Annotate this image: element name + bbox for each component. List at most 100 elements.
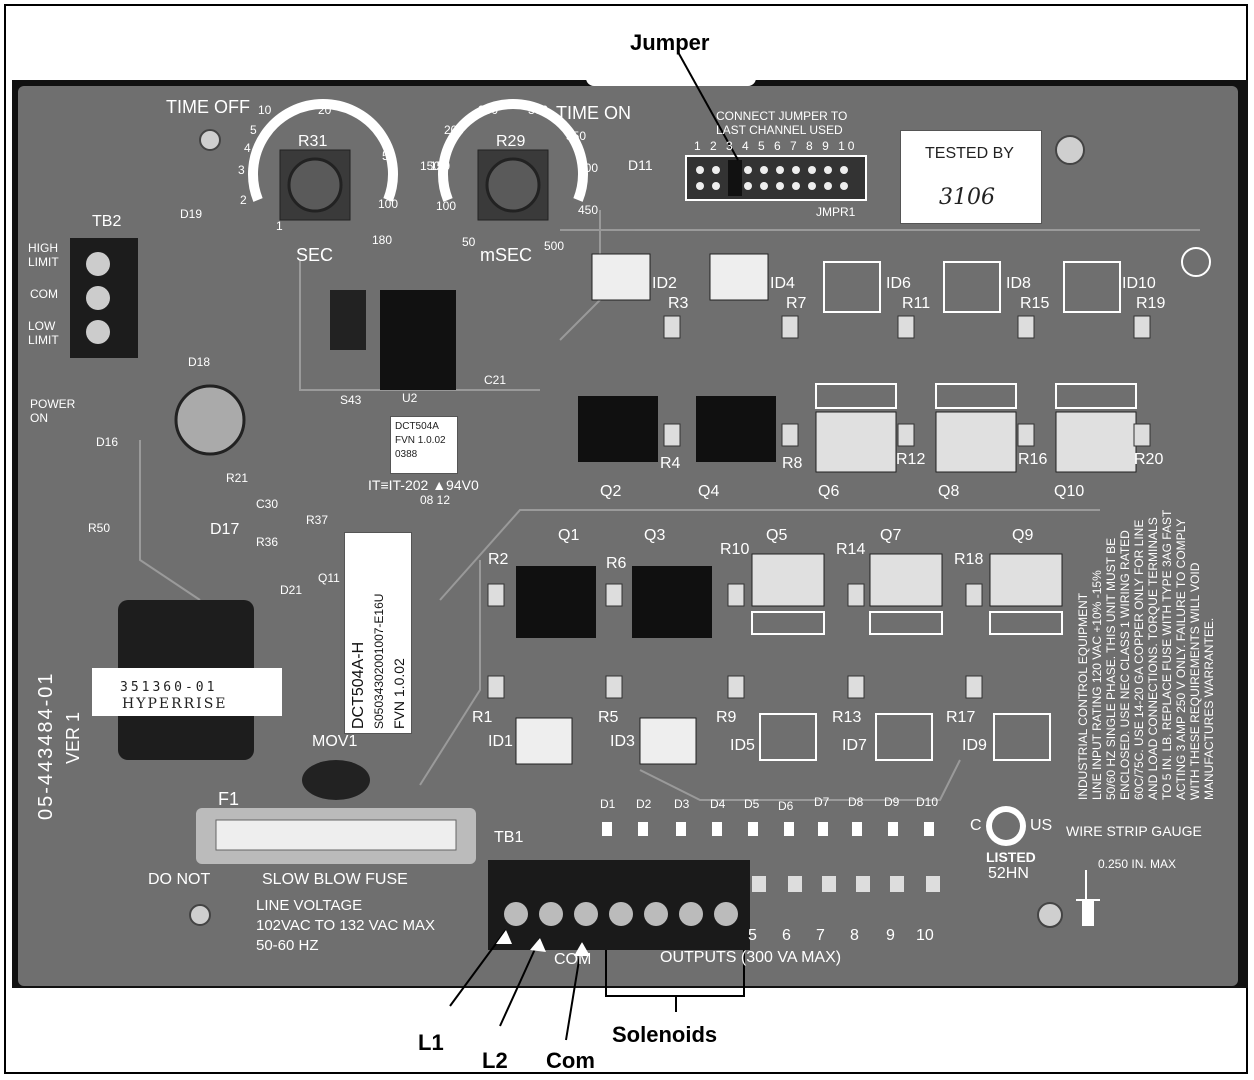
transistor-label: Q2 <box>600 483 622 500</box>
led-label: D4 <box>710 797 726 811</box>
r36-label: R36 <box>256 535 279 549</box>
sec-label: SEC <box>296 245 334 265</box>
dial-tick: 100 <box>436 199 457 213</box>
u2-label: U2 <box>402 391 418 405</box>
ic-label: ID5 <box>730 737 755 754</box>
do-not-label: DO NOT <box>148 871 211 888</box>
q11-label: Q11 <box>318 571 340 585</box>
warning-line: TO 5 IN. LB. REPLACE FUSE WITH TYPE 3AG … <box>1160 509 1174 800</box>
ic-u2 <box>380 290 456 390</box>
bottom-channel-row <box>515 553 1063 765</box>
outputs-label: OUTPUTS (300 VA MAX) <box>660 949 842 966</box>
dial-tick: 150 <box>430 159 451 173</box>
serial-label-sticker: DCT504A-H S05034302001007-E16U FVN 1.0.0… <box>344 532 412 734</box>
c21-label: C21 <box>484 373 507 387</box>
r21-label: R21 <box>226 471 249 485</box>
copper-traces <box>139 210 1200 801</box>
callout-arrowheads <box>496 930 590 956</box>
resistor-label: R3 <box>668 295 689 312</box>
transistor-label: Q5 <box>766 527 788 544</box>
dial-tick: 1 <box>276 219 283 233</box>
warning-line: ACTING 3 AMP 250 V ONLY. FAILURE TO COMP… <box>1174 518 1188 800</box>
ul-mark <box>986 806 1026 846</box>
r37-label: R37 <box>306 513 329 527</box>
r31-label: R31 <box>298 133 328 150</box>
output-number: 9 <box>886 927 895 944</box>
transistor-label: Q9 <box>1012 527 1034 544</box>
led-label: D1 <box>600 797 616 811</box>
warning-line: AND LOAD CONNECTIONS. TORQUE TERMINALS <box>1146 517 1160 800</box>
resistor-label: R14 <box>836 541 866 558</box>
dial-tick: 150 <box>420 159 441 173</box>
warning-line: WITH THESE REQUIREMENTS WILL VOID <box>1188 562 1202 800</box>
dial-tick: 180 <box>372 233 393 247</box>
power-on-label: POWER <box>30 397 76 411</box>
resistor-label: R2 <box>488 551 509 568</box>
warning-line: 60C/75C. USE 14-20 GA COPPER ONLY FOR LI… <box>1132 519 1146 800</box>
warning-text: INDUSTRIAL CONTROL EQUIPMENT LINE INPUT … <box>1076 510 1216 800</box>
warning-line: INDUSTRIAL CONTROL EQUIPMENT <box>1076 592 1090 800</box>
dial-tick: 450 <box>578 203 599 217</box>
time-off-label: TIME OFF <box>166 97 250 117</box>
version-label: VER 1 <box>63 711 83 764</box>
r29-label: R29 <box>496 133 526 150</box>
resistor-label: R4 <box>660 455 681 472</box>
dial-tick: 20 <box>318 103 332 117</box>
ic-label: ID8 <box>1006 275 1031 292</box>
led-row <box>602 822 934 836</box>
ul-us-mark: US <box>1030 817 1053 834</box>
c30-label: C30 <box>256 497 279 511</box>
resistor-label: R7 <box>786 295 807 312</box>
dial-tick: 3 <box>238 163 245 177</box>
transistor-label: Q6 <box>818 483 840 500</box>
ic-label: ID9 <box>962 737 987 754</box>
dial-tick: 50 <box>382 149 396 163</box>
low-limit-label: LOW <box>28 319 56 333</box>
jumper-instruction-1: CONNECT JUMPER TO <box>716 109 848 123</box>
transistor-label: Q1 <box>558 527 580 544</box>
ul-code: 52HN <box>988 865 1029 882</box>
ul-listed-label: LISTED <box>986 849 1036 865</box>
dial-tick: 250 <box>478 103 499 117</box>
spare-pads <box>752 876 940 892</box>
dial-tick: 300 <box>528 103 549 117</box>
callout-l2: L2 <box>482 1048 508 1073</box>
serial-label-text: DCT504A-H S05034302001007-E16U FVN 1.0.0… <box>349 533 409 729</box>
wire-strip-max: 0.250 IN. MAX <box>1098 857 1177 871</box>
d17-label: D17 <box>210 521 240 538</box>
tested-by-sticker: TESTED BY 3106 <box>900 130 1042 224</box>
resistor-label: R1 <box>472 709 493 726</box>
dial-tick: 400 <box>578 161 599 175</box>
high-limit-label: HIGH <box>28 241 58 255</box>
warning-line: 50/60 HZ SINGLE PHASE. THIS UNIT MUST BE <box>1104 537 1118 800</box>
time-on-label: TIME ON <box>556 103 631 123</box>
serial-model: DCT504A-H <box>350 641 367 729</box>
transformer <box>92 600 282 760</box>
firmware-sticker: DCT504A FVN 1.0.02 0388 <box>390 416 458 474</box>
resistor-label: R19 <box>1136 295 1166 312</box>
transistor-label: Q7 <box>880 527 902 544</box>
output-number: 5 <box>748 927 757 944</box>
dial-tick: 5 <box>250 123 257 137</box>
tested-by-signature: 3106 <box>939 185 995 210</box>
d21-label: D21 <box>280 583 303 597</box>
chip-codes: IT≡IT-202 ▲94V0 <box>368 477 479 493</box>
mov1-label: MOV1 <box>312 733 358 750</box>
serial-version: FVN 1.0.02 <box>391 658 407 729</box>
dial-tick: 50 <box>462 235 476 249</box>
led-label: D10 <box>916 795 939 809</box>
ic-label: ID10 <box>1122 275 1156 292</box>
transformer-brand: HYPERRISE <box>122 696 228 712</box>
tb2-label: TB2 <box>92 213 122 230</box>
s43-label: S43 <box>340 393 362 407</box>
low-limit-label: LIMIT <box>28 333 59 347</box>
resistor-pads <box>487 315 1151 699</box>
output-number: 8 <box>850 927 859 944</box>
resistor-label: R8 <box>782 455 803 472</box>
resistor-label: R12 <box>896 451 926 468</box>
callout-com: Com <box>546 1048 595 1073</box>
jmpr1-label: JMPR1 <box>816 205 856 219</box>
callout-jumper: Jumper <box>630 30 710 55</box>
dial-tick: 350 <box>566 129 587 143</box>
firmware-version: FVN 1.0.02 <box>395 435 446 446</box>
